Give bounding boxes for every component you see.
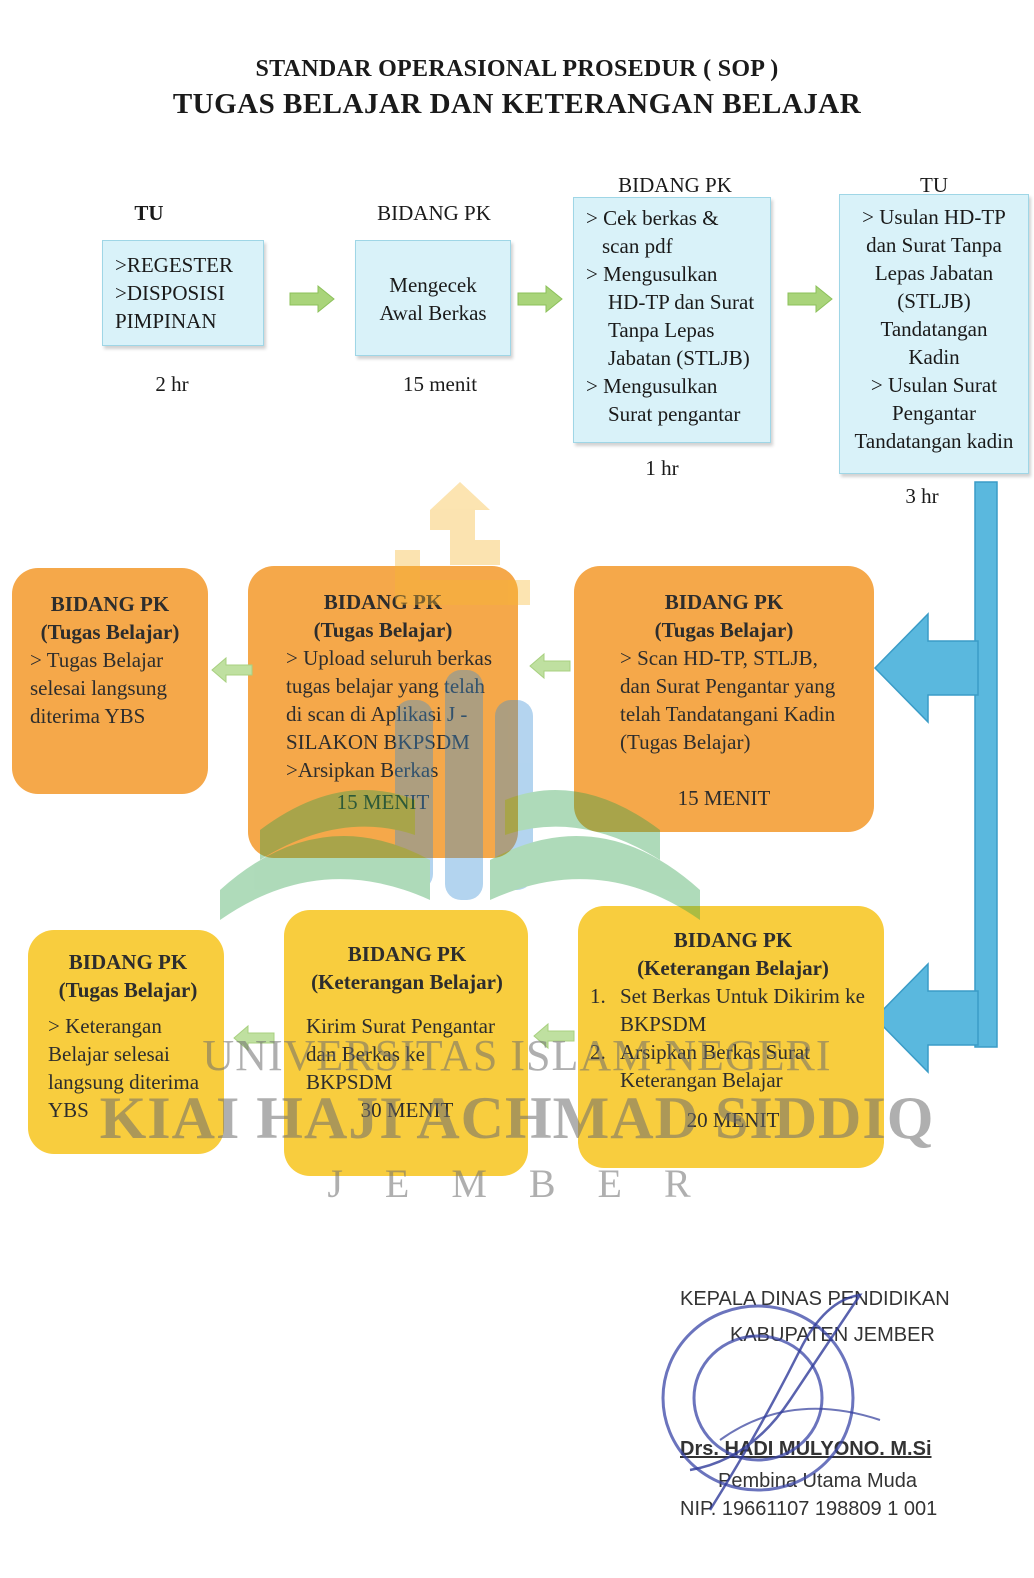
right-arrow-icon (289, 284, 335, 314)
step-line: > Upload seluruh berkas (286, 646, 493, 670)
step-box-check-initial: Mengecek Awal Berkas (355, 240, 511, 356)
step-box-send-set: BIDANG PK (Keterangan Belajar) 1. Set Be… (578, 906, 884, 1168)
step-line: langsung diterima (48, 1070, 200, 1094)
watermark-line-2: KIAI HAJI ACHMAD SIDDIQ (99, 1085, 935, 1151)
right-arrow-icon (787, 284, 833, 314)
left-arrow-icon (233, 1024, 275, 1052)
step-box-scan-propose: > Cek berkas & scan pdf > Mengusulkan HD… (573, 197, 771, 443)
box-subtitle: (Tugas Belajar) (313, 618, 453, 642)
item-text: Arsipkan Berkas Surat Keterangan Belajar (620, 1040, 811, 1092)
step-box-send-letter: BIDANG PK (Keterangan Belajar) Kirim Sur… (284, 910, 528, 1176)
step-line: > Usulan Surat (870, 373, 998, 397)
unit-label-1: TU (134, 201, 164, 225)
box-subtitle: (Tugas Belajar) (58, 978, 198, 1002)
step-line: > Scan HD-TP, STLJB, (620, 646, 818, 670)
step-line: Kadin (908, 345, 960, 369)
box-title: BIDANG PK (323, 590, 443, 614)
step-line: (STLJB) (897, 289, 971, 313)
title-line-1: STANDAR OPERASIONAL PROSEDUR ( SOP ) (255, 56, 779, 82)
box-subtitle: (Keterangan Belajar) (311, 970, 503, 994)
step-line: > Keterangan (48, 1014, 162, 1038)
step-line: dan Surat Pengantar yang (620, 674, 836, 698)
step-line: (Tugas Belajar) (620, 730, 751, 754)
time-label-3: 1 hr (645, 456, 679, 480)
step-line: tugas belajar yang telah (286, 674, 485, 698)
step-line: > Mengusulkan (586, 262, 718, 286)
left-arrow-icon (533, 1022, 575, 1050)
signature-nip: NIP. 19661107 198809 1 001 (680, 1498, 938, 1520)
item-number: 2. (590, 1040, 606, 1064)
right-arrow-icon (517, 284, 563, 314)
watermark-line-1: UNIVERSITAS ISLAM NEGERI (202, 1031, 832, 1080)
time-label-4: 3 hr (905, 484, 939, 508)
step-line: Tandatangan kadin (854, 429, 1014, 453)
blue-flow-arrow-icon (873, 481, 998, 1074)
step-line: Surat pengantar (608, 402, 741, 426)
box-subtitle: (Keterangan Belajar) (637, 956, 829, 980)
step-line: Kirim Surat Pengantar (306, 1014, 495, 1038)
step-line: YBS (48, 1098, 89, 1122)
signature-name: Drs. HADI MULYONO. M.Si (680, 1438, 932, 1460)
watermark-line-3: J E M B E R (327, 1161, 707, 1206)
left-arrow-icon (529, 652, 571, 680)
step-line: BKPSDM (306, 1070, 393, 1094)
box-subtitle: (Tugas Belajar) (40, 620, 180, 644)
box-title: BIDANG PK (68, 950, 188, 974)
item-number: 1. (590, 984, 606, 1008)
box-time: 20 MENIT (686, 1108, 780, 1132)
box-title: BIDANG PK (50, 592, 170, 616)
box-title: BIDANG PK (673, 928, 793, 952)
step-line: Awal Berkas (379, 301, 487, 325)
step-box-scan-signed: BIDANG PK (Tugas Belajar) > Scan HD-TP, … (574, 566, 874, 832)
step-box-register: >REGESTER >DISPOSISI PIMPINAN (102, 240, 264, 346)
step-line: >Arsipkan Berkas (286, 758, 439, 782)
step-line: dan Berkas ke (306, 1042, 425, 1066)
step-box-tu-signature: > Usulan HD-TP dan Surat Tanpa Lepas Jab… (839, 194, 1029, 474)
time-label-1: 2 hr (155, 372, 189, 396)
title-line-2: TUGAS BELAJAR DAN KETERANGAN BELAJAR (172, 88, 862, 120)
step-line: > Usulan HD-TP (862, 205, 1006, 229)
unit-label-3: BIDANG PK (618, 173, 732, 197)
step-line: >REGESTER (115, 253, 234, 277)
numbered-item: 1. Set Berkas Untuk Dikirim ke BKPSDM (590, 982, 876, 1038)
left-arrow-icon (211, 656, 253, 684)
step-line: > Cek berkas & (586, 206, 719, 230)
step-line: Mengecek (389, 273, 477, 297)
box-subtitle: (Tugas Belajar) (654, 618, 794, 642)
box-title: BIDANG PK (664, 590, 784, 614)
step-line: Lepas Jabatan (874, 261, 994, 285)
signature-region: KABUPATEN JEMBER (730, 1324, 935, 1346)
step-line: di scan di Aplikasi J - (286, 702, 468, 726)
step-line: HD-TP dan Surat (608, 290, 755, 314)
step-line: telah Tandatangani Kadin (620, 702, 836, 726)
item-text: Set Berkas Untuk Dikirim ke BKPSDM (620, 984, 865, 1036)
unit-label-2: BIDANG PK (377, 201, 491, 225)
step-line: SILAKON BKPSDM (286, 730, 470, 754)
unit-label-4: TU (920, 173, 948, 197)
step-box-tugas-done: BIDANG PK (Tugas Belajar) > Tugas Belaja… (12, 568, 208, 794)
step-line: > Tugas Belajar (30, 648, 164, 672)
step-line: Tanpa Lepas (608, 318, 715, 342)
box-time: 15 MENIT (336, 790, 430, 814)
step-line: scan pdf (602, 234, 673, 258)
box-title: BIDANG PK (347, 942, 467, 966)
signature-position: KEPALA DINAS PENDIDIKAN (680, 1288, 950, 1310)
signature-rank: Pembina Utama Muda (718, 1470, 917, 1492)
time-label-2: 15 menit (402, 372, 478, 396)
step-box-keterangan-done: BIDANG PK (Tugas Belajar) > Keterangan B… (28, 930, 224, 1154)
step-line: selesai langsung (30, 676, 168, 700)
step-line: >DISPOSISI (115, 281, 225, 305)
step-line: dan Surat Tanpa (866, 233, 1002, 257)
step-line: Jabatan (STLJB) (608, 346, 750, 370)
step-line: PIMPINAN (115, 309, 217, 333)
step-line: Tandatangan (880, 317, 988, 341)
step-line: diterima YBS (30, 704, 146, 728)
box-time: 15 MENIT (677, 786, 771, 810)
step-line: Belajar selesai (48, 1042, 170, 1066)
step-line: > Mengusulkan (586, 374, 718, 398)
numbered-item: 2. Arsipkan Berkas Surat Keterangan Bela… (590, 1038, 876, 1094)
step-box-upload: BIDANG PK (Tugas Belajar) > Upload selur… (248, 566, 518, 858)
box-time: 30 MENIT (360, 1098, 454, 1122)
step-line: Pengantar (892, 401, 976, 425)
